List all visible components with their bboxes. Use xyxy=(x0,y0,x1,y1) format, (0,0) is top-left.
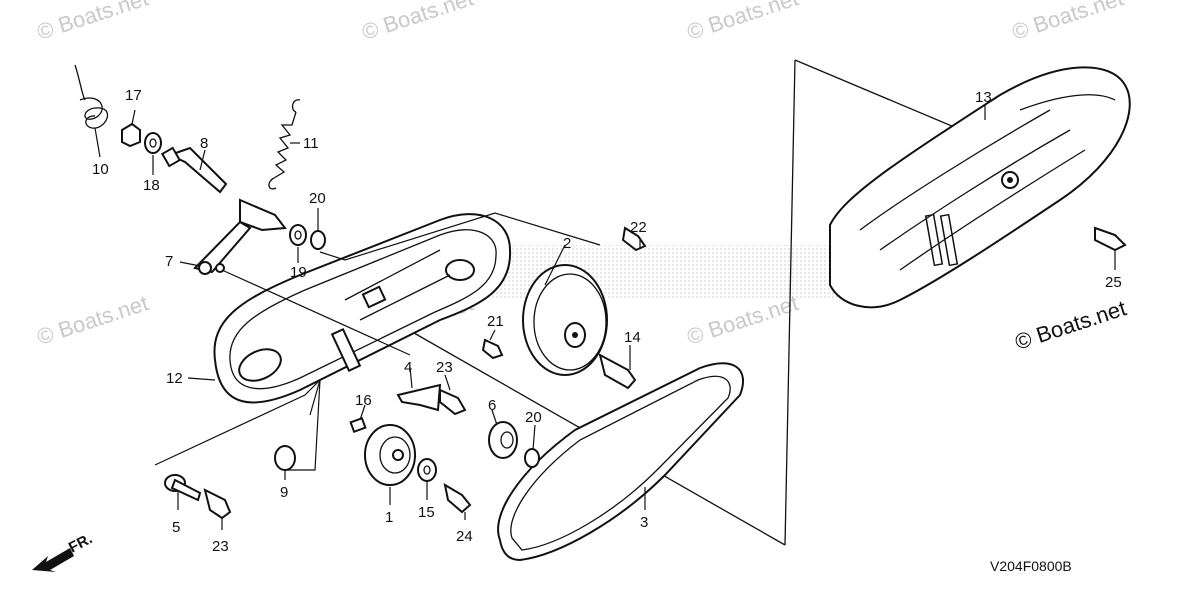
callout-2: 2 xyxy=(563,235,571,252)
leader-lines xyxy=(94,105,1116,530)
watermark: © Boats.net xyxy=(34,0,151,45)
drive-plate xyxy=(213,213,512,404)
front-direction-indicator: FR. xyxy=(32,530,95,572)
flange-bolt xyxy=(203,226,1127,520)
callout-7: 7 xyxy=(165,253,173,270)
callout-4: 4 xyxy=(404,359,412,376)
diagram-code: V204F0800B xyxy=(990,558,1072,574)
tension-arm xyxy=(193,198,287,275)
callout-6: 6 xyxy=(488,397,496,414)
torsion-spring xyxy=(74,64,109,129)
washer xyxy=(417,458,437,482)
callout-11: 11 xyxy=(303,135,319,152)
watermark-corner: © Boats.net xyxy=(1012,295,1129,354)
washer-and-nut xyxy=(121,122,162,154)
bracket xyxy=(396,383,442,412)
watermark: © Boats.net xyxy=(1009,0,1126,45)
callout-24: 24 xyxy=(456,528,473,545)
belt-cover xyxy=(829,66,1131,309)
callout-3: 3 xyxy=(640,514,648,531)
callout-13: 13 xyxy=(975,89,992,106)
callout-18: 18 xyxy=(143,177,160,194)
arrow-icon xyxy=(32,548,74,572)
collar xyxy=(289,224,307,246)
watermark: © Boats.net xyxy=(34,290,151,349)
shoulder-pin xyxy=(164,474,202,502)
callout-1: 1 xyxy=(385,509,393,526)
pulley xyxy=(522,264,608,376)
callout-20-lower: 20 xyxy=(525,409,542,426)
idler-roller xyxy=(488,421,518,459)
callout-20-upper: 20 xyxy=(309,190,326,207)
idler-pulley xyxy=(364,424,416,486)
callout-8: 8 xyxy=(200,135,208,152)
watermark: © Boats.net xyxy=(684,0,801,45)
washer xyxy=(310,230,540,468)
callout-10: 10 xyxy=(92,161,109,178)
callout-21: 21 xyxy=(487,313,504,330)
tension-spring xyxy=(268,99,301,190)
spacer xyxy=(274,445,296,471)
watermark: © Boats.net xyxy=(359,0,476,45)
cover-guide-lines xyxy=(399,59,986,546)
callout-12: 12 xyxy=(166,370,183,387)
pin xyxy=(349,416,367,434)
pivot-bolt xyxy=(160,146,228,194)
callout-19: 19 xyxy=(290,264,307,281)
callout-23-upper: 23 xyxy=(436,359,453,376)
callout-17: 17 xyxy=(125,87,142,104)
callout-16: 16 xyxy=(355,392,372,409)
callout-9: 9 xyxy=(280,484,288,501)
callout-14: 14 xyxy=(624,329,641,346)
callout-23-lower: 23 xyxy=(212,538,229,555)
callout-labels: 1 2 3 4 5 6 7 8 9 10 11 12 13 14 15 16 1… xyxy=(92,87,1122,555)
callout-15: 15 xyxy=(418,504,435,521)
v-belt xyxy=(497,362,745,562)
callout-22: 22 xyxy=(630,219,647,236)
callout-25: 25 xyxy=(1105,274,1122,291)
callout-5: 5 xyxy=(172,519,180,536)
